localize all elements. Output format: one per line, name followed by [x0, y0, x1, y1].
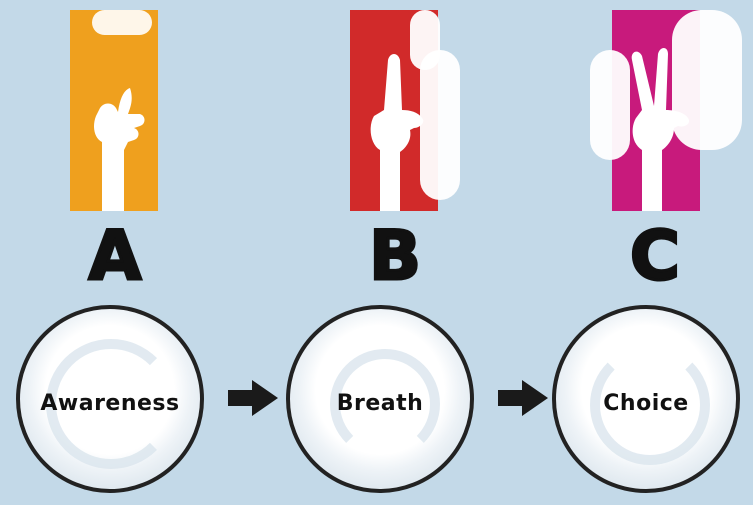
thumbs-up-hand-icon	[88, 80, 148, 211]
right-arrow-icon	[228, 380, 278, 416]
step-label-breath: Breath	[290, 391, 470, 416]
step-label-awareness: Awareness	[20, 391, 200, 416]
step-circle-breath: Breath	[286, 305, 474, 493]
step-letter-c: C	[595, 222, 715, 292]
banner-b	[350, 10, 438, 211]
step-letter-b: B	[335, 222, 455, 292]
step-circle-awareness: Awareness	[16, 305, 204, 493]
banner-c	[612, 10, 700, 211]
brush-stroke	[92, 10, 152, 35]
banner-a	[70, 10, 158, 211]
one-finger-hand-icon	[364, 50, 434, 211]
step-letter-a: A	[55, 222, 175, 292]
step-circle-choice: Choice	[552, 305, 740, 493]
two-fingers-hand-icon	[622, 40, 698, 211]
step-label-choice: Choice	[556, 391, 736, 416]
right-arrow-icon	[498, 380, 548, 416]
